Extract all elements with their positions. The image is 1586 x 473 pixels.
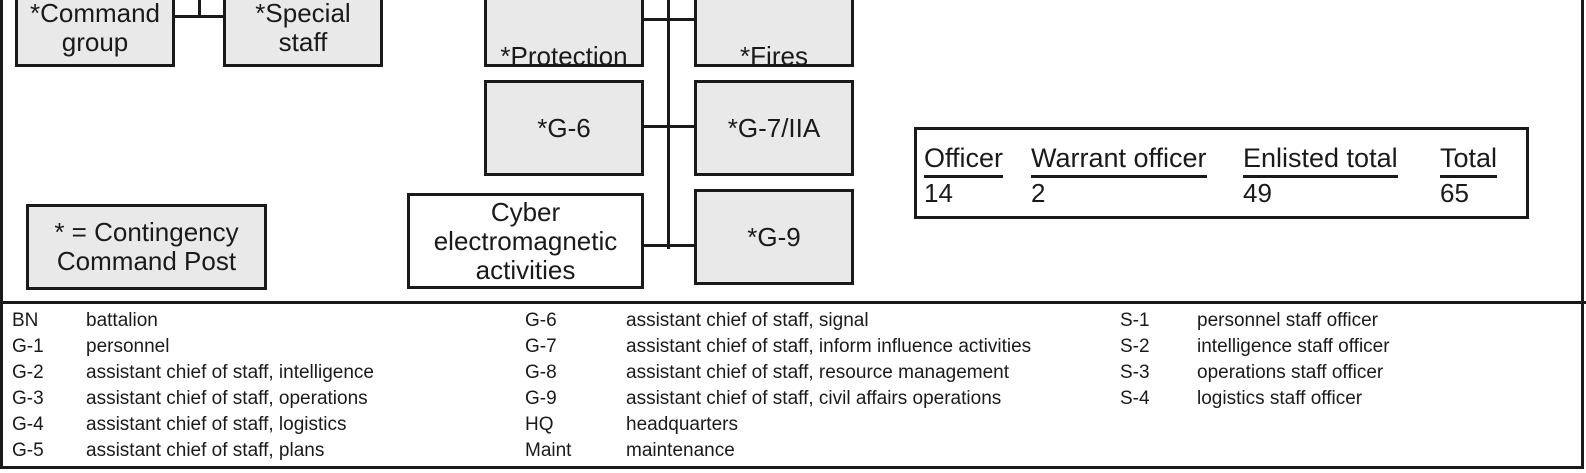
command-group-box: *Command group bbox=[15, 0, 175, 67]
special-staff-box: *Special staff bbox=[223, 0, 383, 67]
legend-abbr: G-9 bbox=[525, 388, 557, 409]
g6-box: *G-6 bbox=[484, 80, 644, 176]
legend-meaning: battalion bbox=[86, 310, 158, 331]
header-total: Total bbox=[1440, 142, 1498, 178]
legend-meaning: personnel bbox=[86, 336, 170, 357]
legend-meaning: assistant chief of staff, signal bbox=[626, 310, 869, 331]
legend-abbr: G-5 bbox=[12, 440, 44, 461]
connector-protection-fires bbox=[641, 18, 697, 21]
legend-abbr: G-2 bbox=[12, 362, 44, 383]
connector-cyber-g9 bbox=[641, 244, 697, 247]
legend-meaning: maintenance bbox=[626, 440, 735, 461]
legend-meaning: operations staff officer bbox=[1197, 362, 1384, 383]
legend-abbr: BN bbox=[12, 310, 39, 331]
legend-abbr: G-4 bbox=[12, 414, 44, 435]
legend-meaning: assistant chief of staff, civil affairs … bbox=[626, 388, 1002, 409]
staff-trunk-line bbox=[667, 0, 670, 249]
legend-abbr: G-7 bbox=[525, 336, 557, 357]
legend-meaning: assistant chief of staff, plans bbox=[86, 440, 325, 461]
fires-box: *Fires bbox=[694, 0, 854, 67]
legend-meaning: assistant chief of staff, resource manag… bbox=[626, 362, 1010, 383]
header-officer: Officer bbox=[924, 142, 1004, 178]
connector-g6-g7 bbox=[641, 125, 697, 128]
legend-meaning: assistant chief of staff, inform influen… bbox=[626, 336, 1032, 357]
legend-meaning: assistant chief of staff, intelligence bbox=[86, 362, 374, 383]
value-total: 65 bbox=[1440, 178, 1469, 208]
value-warrant-officer: 2 bbox=[1031, 178, 1046, 208]
header-warrant-officer: Warrant officer bbox=[1031, 142, 1207, 178]
legend-meaning: personnel staff officer bbox=[1197, 310, 1378, 331]
legend-meaning: logistics staff officer bbox=[1197, 388, 1363, 409]
legend-abbr: G-6 bbox=[525, 310, 557, 331]
value-enlisted-total: 49 bbox=[1243, 178, 1272, 208]
connector-command-special-up bbox=[198, 0, 201, 17]
g7-box: *G-7/IIA bbox=[694, 80, 854, 176]
legend-meaning: intelligence staff officer bbox=[1197, 336, 1390, 357]
legend-meaning: assistant chief of staff, logistics bbox=[86, 414, 347, 435]
value-officer: 14 bbox=[924, 178, 953, 208]
legend-abbr: S-4 bbox=[1120, 388, 1150, 409]
legend-abbr: HQ bbox=[525, 414, 554, 435]
contingency-command-post-key: * = Contingency Command Post bbox=[26, 204, 267, 290]
legend-abbr: G-3 bbox=[12, 388, 44, 409]
legend-divider bbox=[0, 301, 1586, 304]
legend-abbr: G-8 bbox=[525, 362, 557, 383]
legend-abbr: Maint bbox=[525, 440, 572, 461]
legend-abbr: G-1 bbox=[12, 336, 44, 357]
personnel-totals-table: Officer Warrant officer Enlisted total T… bbox=[914, 127, 1529, 219]
legend-abbr: S-1 bbox=[1120, 310, 1150, 331]
legend-meaning: assistant chief of staff, operations bbox=[86, 388, 368, 409]
cyber-electromagnetic-activities-box: Cyber electromagnetic activities bbox=[407, 193, 644, 289]
legend-abbr: S-2 bbox=[1120, 336, 1150, 357]
g9-box: *G-9 bbox=[694, 189, 854, 285]
protection-box: *Protection bbox=[484, 0, 644, 67]
legend-abbr: S-3 bbox=[1120, 362, 1150, 383]
legend-meaning: headquarters bbox=[626, 414, 738, 435]
header-enlisted-total: Enlisted total bbox=[1243, 142, 1398, 178]
